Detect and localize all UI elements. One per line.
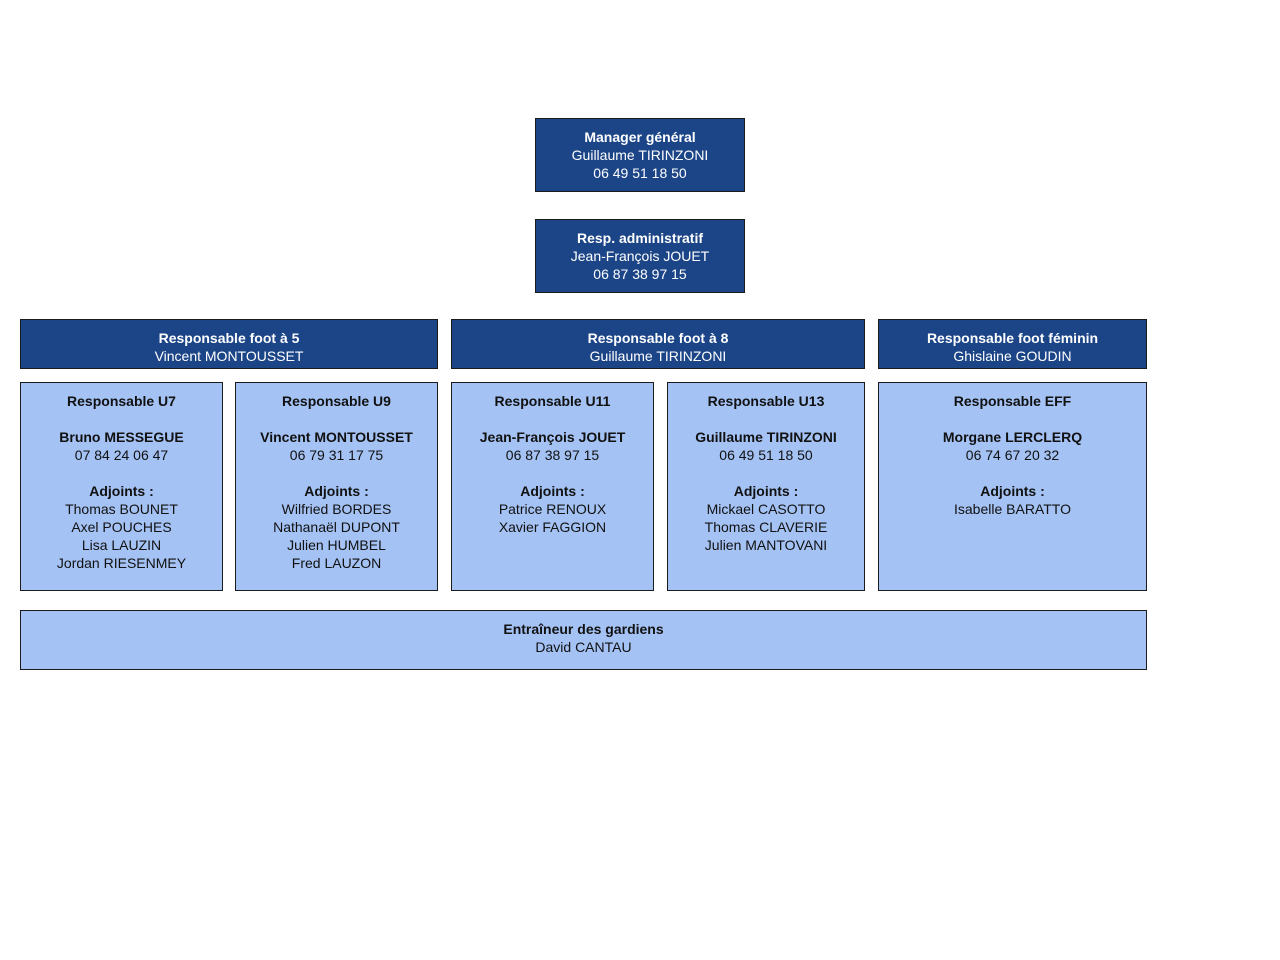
spacer [452, 464, 653, 482]
team-title: Responsable U7 [67, 393, 176, 409]
section-foot-8-name: Guillaume TIRINZONI [589, 348, 727, 364]
adjoint-name: Thomas BOUNET [65, 501, 178, 517]
team-lead-name: Guillaume TIRINZONI [695, 429, 837, 445]
section-foot-5-title: Responsable foot à 5 [158, 330, 300, 346]
team-eff-box: Responsable EFF Morgane LERCLERQ 06 74 67 … [878, 382, 1147, 591]
adjoint-name: Nathanaël DUPONT [273, 519, 400, 535]
team-lead-phone: 06 79 31 17 75 [289, 447, 384, 463]
spacer [668, 410, 864, 428]
team-lead-name: Vincent MONTOUSSET [260, 429, 413, 445]
team-lead-phone: 06 49 51 18 50 [719, 447, 813, 463]
section-foot-8-box: Responsable foot à 8 Guillaume TIRINZONI [451, 319, 865, 369]
spacer [879, 464, 1146, 482]
team-lead-name: Morgane LERCLERQ [942, 429, 1083, 445]
section-foot-5-box: Responsable foot à 5 Vincent MONTOUSSET [20, 319, 438, 369]
spacer [879, 410, 1146, 428]
adjoint-name: Lisa LAUZIN [81, 537, 162, 553]
adjoint-name: Julien HUMBEL [287, 537, 386, 553]
adjoint-name: Julien MANTOVANI [704, 537, 828, 553]
adjoints-label: Adjoints : [733, 483, 799, 499]
spacer [236, 464, 437, 482]
team-u7-box: Responsable U7 Bruno MESSEGUE 07 84 24 06 … [20, 382, 223, 591]
adjoint-name: Mickael CASOTTO [706, 501, 826, 517]
adjoints-label: Adjoints : [304, 483, 369, 499]
adjoint-name: Thomas CLAVERIE [704, 519, 828, 535]
team-lead-name: Jean-François JOUET [479, 429, 626, 445]
manager-general-box: Manager général Guillaume TIRINZONI 06 4… [535, 118, 745, 192]
manager-general-name: Guillaume TIRINZONI [571, 147, 709, 163]
team-title: Responsable U13 [707, 393, 825, 409]
adjoint-name: Isabelle BARATTO [954, 501, 1071, 517]
adjoint-name: Axel POUCHES [71, 519, 172, 535]
spacer [668, 464, 864, 482]
adjoint-name: Fred LAUZON [291, 555, 382, 571]
manager-general-phone: 06 49 51 18 50 [593, 165, 687, 181]
team-title: Responsable EFF [953, 393, 1072, 409]
goalkeeper-coach-box: Entraîneur des gardiens David CANTAU [20, 610, 1147, 670]
section-foot-feminin-title: Responsable foot féminin [926, 330, 1099, 346]
spacer [452, 410, 653, 428]
spacer [21, 410, 222, 428]
team-lead-phone: 06 87 38 97 15 [505, 447, 600, 463]
section-foot-5-name: Vincent MONTOUSSET [154, 348, 304, 364]
spacer [236, 410, 437, 428]
team-title: Responsable U9 [282, 393, 391, 409]
section-foot-8-title: Responsable foot à 8 [587, 330, 729, 346]
adjoint-name: Xavier FAGGION [498, 519, 607, 535]
team-u9-box: Responsable U9 Vincent MONTOUSSET 06 79 31… [235, 382, 438, 591]
adjoint-name: Jordan RIESENMEY [56, 555, 187, 571]
resp-administratif-title: Resp. administratif [576, 230, 704, 246]
team-title: Responsable U11 [494, 393, 611, 409]
section-foot-feminin-name: Ghislaine GOUDIN [953, 348, 1072, 364]
adjoints-label: Adjoints : [980, 483, 1045, 499]
team-lead-phone: 06 74 67 20 32 [965, 447, 1060, 463]
adjoints-label: Adjoints : [89, 483, 154, 499]
team-lead-name: Bruno MESSEGUE [59, 429, 184, 445]
adjoint-name: Patrice RENOUX [498, 501, 607, 517]
section-foot-feminin-box: Responsable foot féminin Ghislaine GOUDI… [878, 319, 1147, 369]
resp-administratif-box: Resp. administratif Jean-François JOUET … [535, 219, 745, 293]
team-lead-phone: 07 84 24 06 47 [74, 447, 169, 463]
adjoints-label: Adjoints : [520, 483, 585, 499]
goalkeeper-coach-title: Entraîneur des gardiens [503, 621, 664, 637]
manager-general-title: Manager général [584, 129, 696, 145]
resp-administratif-name: Jean-François JOUET [570, 248, 710, 264]
adjoint-name: Wilfried BORDES [281, 501, 392, 517]
resp-administratif-phone: 06 87 38 97 15 [593, 266, 687, 282]
goalkeeper-coach-name: David CANTAU [535, 639, 632, 655]
spacer [21, 464, 222, 482]
